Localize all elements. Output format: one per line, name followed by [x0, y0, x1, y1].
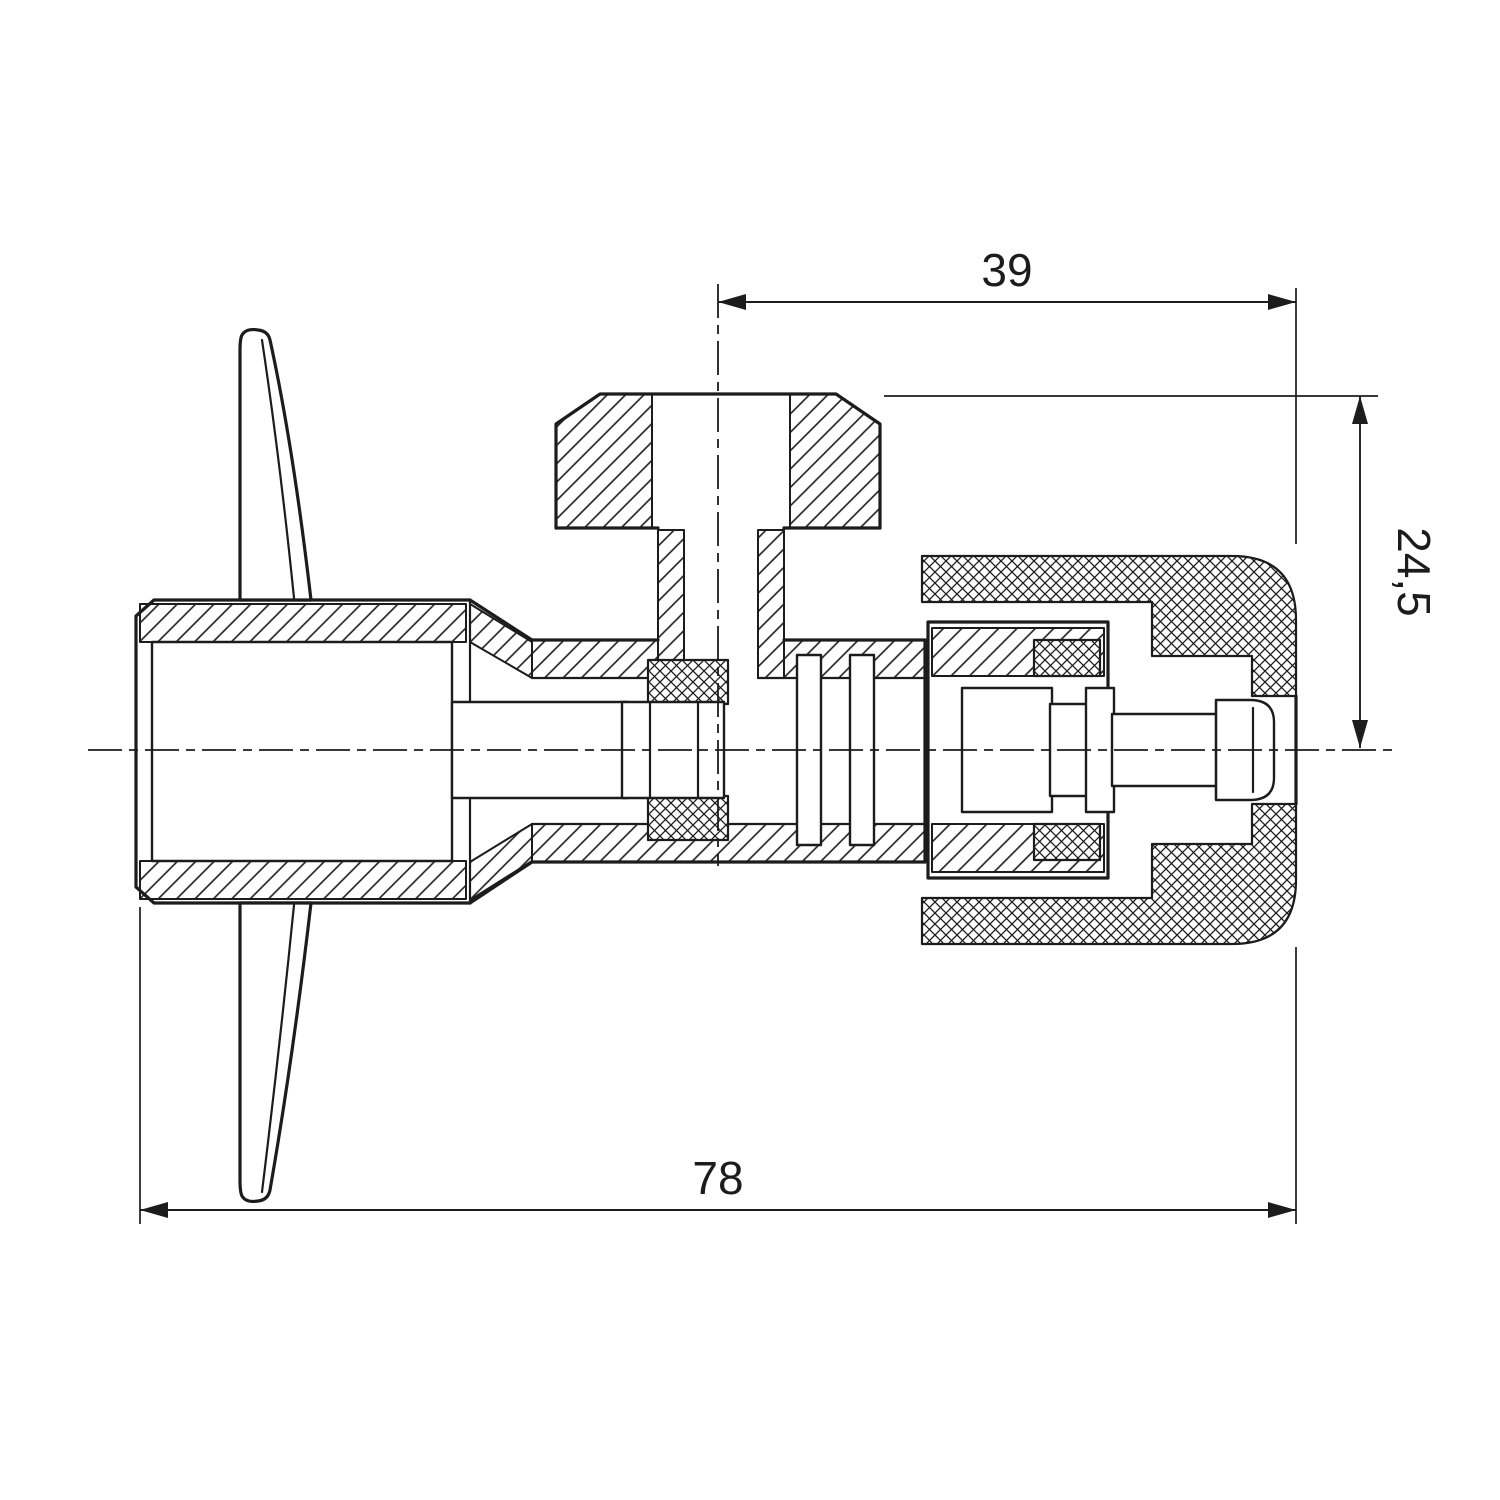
- dim39-arrow-left: [718, 294, 746, 310]
- bonnet-bottom-wall-section: [139, 860, 467, 900]
- handle-blade-bottom-edge: [260, 903, 296, 1194]
- dim245-arrow-bottom: [1352, 720, 1368, 748]
- dim245-arrow-top: [1352, 396, 1368, 424]
- dim39-arrow-right: [1268, 294, 1296, 310]
- valve-bonnet-cap: [134, 598, 534, 905]
- stem-and-gland: [450, 658, 730, 842]
- handle-blade-bottom: [238, 901, 313, 1204]
- valve-stem-rod: [450, 700, 630, 800]
- bonnet-cone-bottom-section: [469, 823, 533, 901]
- packing-seal-bottom: [646, 794, 730, 842]
- bonnet-cavity: [150, 640, 454, 863]
- spindle-and-screw: [1048, 686, 1276, 814]
- dimension-39: 39: [718, 244, 1297, 544]
- dim78-arrow-right: [1268, 1202, 1296, 1218]
- outlet-seal-top: [1032, 638, 1102, 678]
- dim245-label: 24,5: [1388, 527, 1440, 617]
- center-lines: [88, 284, 1392, 866]
- plastic-outlet-cap: [920, 554, 1298, 946]
- body-top-wall-left: [531, 639, 659, 679]
- valve-handle: [238, 327, 313, 1204]
- bonnet-outline: [134, 598, 472, 905]
- outlet-seal-bottom: [1032, 822, 1102, 862]
- inlet-neck-wall-right: [757, 529, 785, 679]
- dim78-arrow-left: [140, 1202, 168, 1218]
- cap-bottom-section: [920, 802, 1298, 946]
- bonnet-top-wall-section: [139, 603, 467, 643]
- dimension-24-5: 24,5: [884, 395, 1440, 748]
- bonnet-chamfer-bottom: [468, 860, 534, 905]
- bonnet-cone-top-section: [469, 603, 533, 679]
- dimension-78: 78: [139, 907, 1297, 1224]
- packing-seal-top: [646, 658, 730, 706]
- handle-blade-top: [238, 327, 313, 602]
- dim39-label: 39: [981, 244, 1032, 296]
- bonnet-chamfer-top: [468, 598, 534, 642]
- dim78-label: 78: [692, 1152, 743, 1204]
- handle-blade-top-edge: [260, 338, 296, 600]
- inlet-neck-wall-left: [657, 529, 685, 679]
- cap-top-section: [920, 554, 1298, 698]
- union-nut-outline: [554, 392, 882, 530]
- inlet-union-nut: [554, 392, 882, 530]
